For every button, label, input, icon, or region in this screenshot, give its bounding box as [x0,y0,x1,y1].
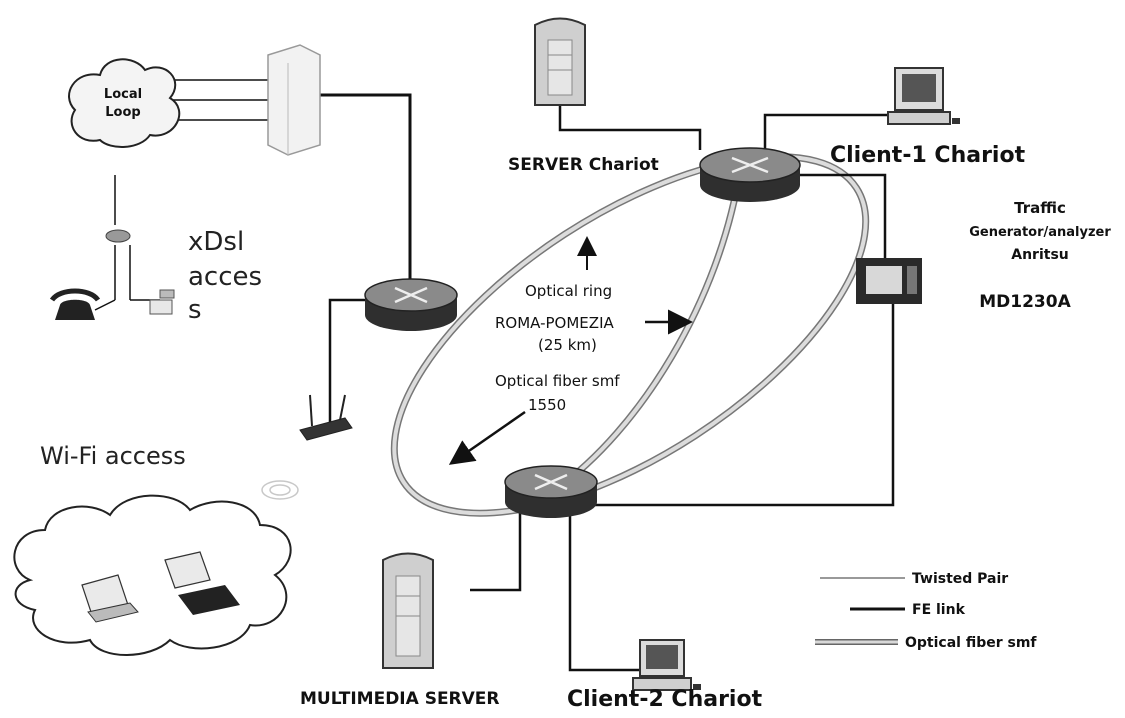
legend-fe-link-label: FE link [912,602,966,618]
client2-label: Client-2 Chariot [567,687,763,712]
wifi-access-label: Wi-Fi access [40,442,186,470]
optical-ring-label: Optical ring [525,282,612,300]
optical-fiber-label-2: 1550 [528,396,566,414]
client1-label: Client-1 Chariot [830,143,1026,168]
server-chariot-label: SERVER Chariot [508,155,659,175]
traffic-generator-device [856,258,922,304]
local-loop-cloud: Local Loop [69,59,179,147]
router-left [365,279,457,331]
telephone-icon [52,291,98,320]
local-loop-label-2: Loop [105,105,140,120]
traffic-label-3: Anritsu [1011,247,1069,263]
roma-pomezia-label: ROMA-POMEZIA [495,314,614,332]
multimedia-server-tower [383,554,433,669]
traffic-model-label: MD1230A [979,292,1071,312]
server-chariot-tower [535,19,585,106]
dslam-device [268,45,320,155]
legend: Twisted Pair FE link Optical fiber smf [815,571,1037,651]
router-bottom [505,466,597,518]
distance-label: (25 km) [538,336,597,354]
wifi-signal-icon [262,481,298,499]
client2-computer [633,640,701,690]
local-loop-label-1: Local [104,87,142,102]
traffic-label-2: Generator/analyzer [969,225,1111,240]
xdsl-label-2: acces [188,262,262,292]
legend-fiber-label: Optical fiber smf [905,635,1037,651]
router-top [700,148,800,202]
xdsl-label-3: s [188,295,202,325]
wifi-access-point [300,395,352,440]
small-terminal-icon [150,290,174,314]
xdsl-label-1: xDsl [188,227,244,257]
wifi-cloud [14,496,290,655]
traffic-label-1: Traffic [1014,199,1066,217]
splitter-icon [106,230,130,242]
client1-computer [888,68,960,124]
multimedia-server-label: MULTIMEDIA SERVER [300,689,500,709]
legend-twisted-pair-label: Twisted Pair [912,571,1008,587]
optical-fiber-label-1: Optical fiber smf [495,372,620,390]
